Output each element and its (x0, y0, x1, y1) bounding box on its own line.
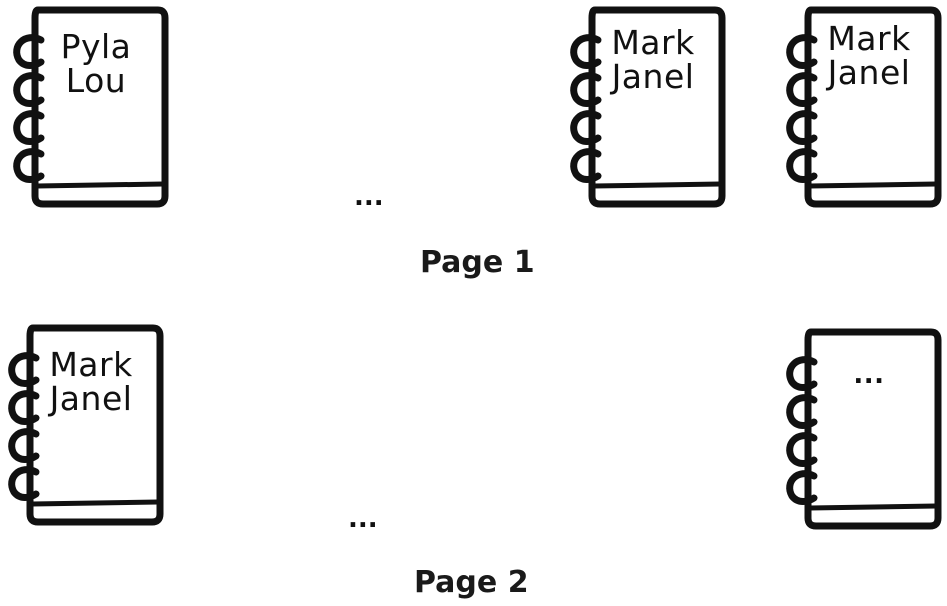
notebook-label-line1: Mark (611, 23, 695, 62)
notebook-label-line2: Janel (49, 379, 133, 419)
notebook-mark-janel: Mark Janel (562, 2, 722, 212)
notebook-label-line2: Janel (611, 57, 695, 97)
notebook-label-line2: Lou (65, 61, 127, 101)
notebook-label: ... (808, 360, 930, 390)
notebook-mark-janel: Mark Janel (0, 320, 160, 530)
notebook-label-line1: Mark (827, 19, 911, 58)
notebook-mark-janel: Mark Janel (778, 2, 938, 212)
notebook-label-line1: ... (853, 360, 885, 390)
page-2-caption: Page 2 (414, 565, 529, 600)
notebook-ellipsis: ... (778, 324, 938, 534)
notebook-label: Mark Janel (808, 19, 930, 93)
page1-gap-ellipsis: ... (354, 182, 384, 212)
notebook-pyla-lou: Pyla Lou (5, 2, 165, 212)
notebook-label-line1: Mark (49, 345, 133, 384)
notebook-label-line2: Janel (827, 53, 911, 93)
page2-gap-ellipsis: ... (348, 504, 378, 534)
notebook-icon (778, 324, 938, 534)
page-1-caption: Page 1 (420, 245, 535, 280)
notebook-label: Mark Janel (30, 345, 152, 419)
notebook-label-line1: Pyla (60, 27, 132, 66)
notebook-label: Mark Janel (592, 23, 714, 97)
notebook-label: Pyla Lou (35, 27, 157, 101)
